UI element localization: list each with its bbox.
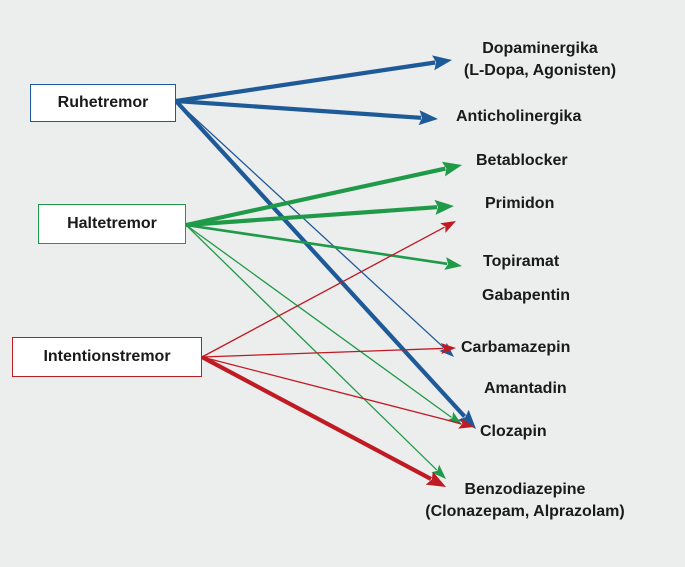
arrow-shaft xyxy=(174,99,467,418)
arrow-shaft xyxy=(175,98,422,120)
arrow-ruhe-to-clozapin xyxy=(174,99,476,429)
arrowhead xyxy=(418,110,438,126)
target-benzodiazepine-detail: (Clonazepam, Alprazolam) xyxy=(425,503,625,520)
target-dopaminergika-name: Dopaminergika xyxy=(482,40,598,57)
source-ruhetremor-label: Ruhetremor xyxy=(57,94,149,111)
arrow-halte-to-primidon xyxy=(185,199,454,228)
arrow-shaft xyxy=(185,224,452,418)
arrowhead xyxy=(440,221,456,233)
arrowhead xyxy=(432,55,452,71)
arrow-shaft xyxy=(201,347,444,358)
arrowhead xyxy=(446,411,462,425)
arrowhead xyxy=(441,161,462,177)
arrow-intention-to-carbamazepin xyxy=(201,343,456,358)
target-dopaminergika: Dopaminergika (L-Dopa, Agonisten) xyxy=(440,38,640,82)
source-haltetremor-label: Haltetremor xyxy=(67,215,157,232)
target-carbamazepin: Carbamazepin xyxy=(461,339,571,356)
arrow-shaft xyxy=(201,355,432,481)
target-amantadin: Amantadin xyxy=(484,380,567,397)
arrowhead xyxy=(425,471,446,487)
arrowhead xyxy=(444,257,462,270)
target-primidon: Primidon xyxy=(485,195,555,212)
target-benzodiazepine-name: Benzodiazepine xyxy=(464,481,586,498)
arrow-ruhe-to-dopaminergika xyxy=(175,55,452,104)
arrow-shaft xyxy=(201,226,445,358)
source-haltetremor: Haltetremor xyxy=(38,204,186,244)
arrow-ruhe-to-anticholinergika xyxy=(175,98,438,126)
arrow-shaft xyxy=(201,356,462,425)
source-ruhetremor: Ruhetremor xyxy=(30,84,176,122)
arrow-intention-to-benzodiazepine xyxy=(201,355,446,487)
arrowhead xyxy=(434,199,454,215)
arrow-halte-to-topiramat xyxy=(185,223,462,270)
target-gabapentin: Gabapentin xyxy=(482,287,571,304)
target-clozapin: Clozapin xyxy=(480,423,547,440)
target-dopaminergika-detail: (L-Dopa, Agonisten) xyxy=(463,62,617,79)
arrow-shaft xyxy=(185,205,438,228)
arrow-halte-to-benzodiazepine xyxy=(185,224,446,479)
target-benzodiazepine: Benzodiazepine (Clonazepam, Alprazolam) xyxy=(390,479,660,523)
source-intentionstremor: Intentionstremor xyxy=(12,337,202,377)
arrow-shaft xyxy=(175,60,436,104)
arrow-shaft xyxy=(185,224,438,471)
source-intentionstremor-label: Intentionstremor xyxy=(43,348,171,365)
target-topiramat: Topiramat xyxy=(483,253,560,270)
arrow-shaft xyxy=(175,100,445,349)
arrow-intention-to-primidon xyxy=(201,221,456,358)
arrowhead xyxy=(431,464,446,479)
arrow-intention-to-clozapin xyxy=(201,356,474,429)
arrowhead xyxy=(458,417,474,429)
arrowhead xyxy=(457,409,476,429)
arrowhead xyxy=(440,343,456,355)
arrow-shaft xyxy=(185,166,446,228)
arrow-halte-to-clozapin xyxy=(185,224,462,425)
target-anticholinergika: Anticholinergika xyxy=(456,108,582,125)
arrow-halte-to-betablocker xyxy=(185,161,462,228)
target-betablocker: Betablocker xyxy=(476,152,568,169)
arrow-shaft xyxy=(185,223,448,266)
